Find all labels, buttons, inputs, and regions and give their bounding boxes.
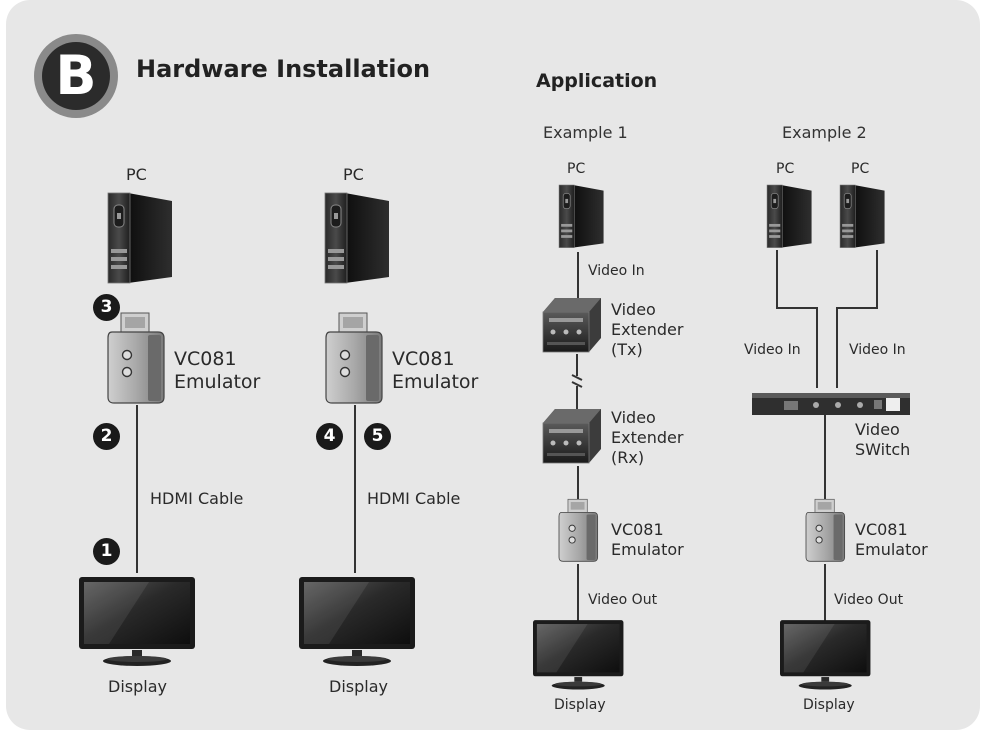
monitor-icon xyxy=(79,577,195,666)
vc081-emulator-icon xyxy=(107,312,165,404)
pc-tower-icon xyxy=(558,184,604,248)
diagram-b-pc-label: PC xyxy=(343,165,364,184)
video-switch-icon xyxy=(752,393,910,415)
section-letter-badge-icon xyxy=(34,34,118,118)
switch-to-emulator-line xyxy=(824,415,826,499)
vc081-emulator-icon xyxy=(325,312,383,404)
vc081-emulator-icon xyxy=(805,498,846,562)
example-2-pc1-label: PC xyxy=(776,161,795,177)
video-extender-icon xyxy=(542,297,602,353)
monitor-icon xyxy=(780,620,871,690)
video-extender-icon xyxy=(542,408,602,464)
monitor-icon xyxy=(299,577,415,666)
step-5-badge: 5 xyxy=(364,423,391,450)
pc-tower-icon xyxy=(839,184,885,248)
example-2-display-label: Display xyxy=(803,697,855,713)
page-title: Hardware Installation xyxy=(136,55,431,83)
example-1-title: Example 1 xyxy=(543,123,628,142)
example-1-display-label: Display xyxy=(554,697,606,713)
section-letter: B xyxy=(55,44,97,107)
diagram-b-cable-label: HDMI Cable xyxy=(367,489,461,508)
step-3-badge: 3 xyxy=(93,294,120,321)
vc081-emulator-icon xyxy=(558,498,599,562)
pc-tower-icon xyxy=(324,192,390,284)
diagram-a-cable-label: HDMI Cable xyxy=(150,489,244,508)
diagram-b-display-label: Display xyxy=(329,677,388,696)
video-out-line xyxy=(824,564,826,622)
step-2-badge: 2 xyxy=(93,423,120,450)
pc-tower-icon xyxy=(766,184,812,248)
broken-link-icon xyxy=(571,354,583,410)
video-out-line xyxy=(577,564,579,622)
example-2-video-in-2: Video In xyxy=(849,342,906,358)
extender-to-emulator-line xyxy=(577,466,579,500)
step-4-badge: 4 xyxy=(316,423,343,450)
example-2-video-out: Video Out xyxy=(834,592,904,608)
pc-to-switch-lines xyxy=(776,250,878,388)
step-1-badge: 1 xyxy=(93,538,120,565)
monitor-icon xyxy=(533,620,624,690)
hdmi-cable-line xyxy=(354,405,356,573)
example-2-title: Example 2 xyxy=(782,123,867,142)
diagram-a-pc-label: PC xyxy=(126,165,147,184)
example-1-video-in: Video In xyxy=(588,263,645,279)
application-title: Application xyxy=(536,70,658,92)
video-in-line xyxy=(577,252,579,298)
example-1-video-out: Video Out xyxy=(588,592,658,608)
hdmi-cable-line xyxy=(136,405,138,573)
example-1-pc-label: PC xyxy=(567,161,586,177)
example-2-video-in-1: Video In xyxy=(744,342,801,358)
example-2-pc2-label: PC xyxy=(851,161,870,177)
diagram-a-display-label: Display xyxy=(108,677,167,696)
pc-tower-icon xyxy=(107,192,173,284)
